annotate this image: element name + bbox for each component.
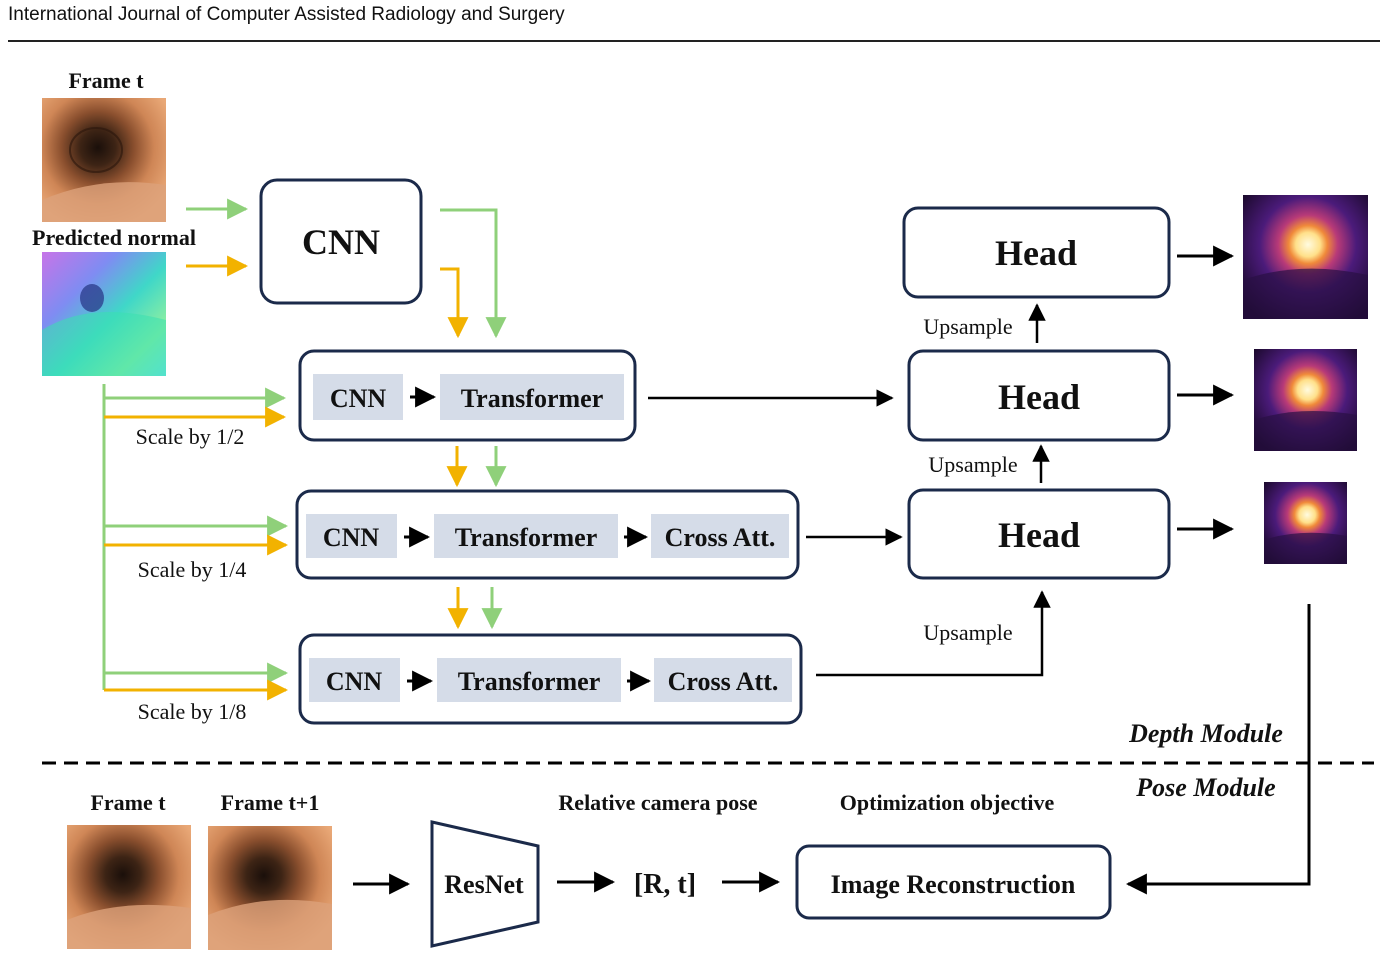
upsample-label-top: Upsample (923, 314, 1012, 339)
resnet-trapezoid (430, 820, 540, 948)
depth-map-large (1243, 195, 1368, 319)
row3-transformer-label: Transformer (458, 667, 600, 696)
row3-cnn-block (309, 658, 400, 702)
scale-eighth-label: Scale by 1/8 (138, 699, 247, 724)
green-connector-row1 (440, 208, 507, 339)
row2-cnn-label: CNN (323, 523, 380, 552)
image-reconstruction-label: Image Reconstruction (831, 870, 1076, 899)
header-rule (8, 40, 1380, 42)
depth-map-small (1264, 482, 1347, 564)
row3-transformer-block (437, 658, 621, 702)
depth-to-reconstruction-line (1125, 604, 1311, 895)
journal-title: International Journal of Computer Assist… (8, 4, 565, 25)
head-mid-box (907, 349, 1171, 442)
row2-transformer-block (434, 514, 618, 558)
row1-transformer-label: Transformer (461, 384, 603, 413)
head-top-label: Head (995, 233, 1077, 273)
head-bottom-label: Head (998, 515, 1080, 555)
pose-frame-t-label: Frame t (90, 790, 166, 815)
resnet-label: ResNet (444, 870, 524, 899)
frame-t-label: Frame t (68, 68, 144, 93)
depth-module-label: Depth Module (1128, 719, 1283, 748)
upsample-label-mid: Upsample (928, 452, 1017, 477)
image-reconstruction-box (795, 844, 1112, 920)
scale-quarter-label: Scale by 1/4 (138, 557, 247, 582)
row2-transformer-label: Transformer (455, 523, 597, 552)
orange-connector-row1 (440, 267, 469, 339)
relative-pose-title: Relative camera pose (558, 790, 757, 815)
predicted-normal-image (42, 252, 166, 376)
row3-crossatt-block (654, 658, 792, 702)
pose-module-label: Pose Module (1135, 773, 1275, 802)
head-mid-label: Head (998, 377, 1080, 417)
upsample-label-bottom: Upsample (923, 620, 1012, 645)
top-cnn-label: CNN (302, 222, 380, 262)
frame-t-image (42, 98, 166, 222)
pose-frame-t1-image (208, 826, 332, 950)
row3-crossatt-label: Cross Att. (668, 667, 779, 696)
pose-frame-t1-label: Frame t+1 (221, 790, 320, 815)
pose-value: [R, t] (634, 869, 696, 900)
depth-map-medium (1254, 349, 1357, 451)
row1-cnn-block (313, 374, 403, 420)
scale-half-label: Scale by 1/2 (136, 424, 245, 449)
optimization-objective-title: Optimization objective (840, 790, 1055, 815)
head-bottom-box (907, 488, 1171, 580)
row3-cnn-label: CNN (326, 667, 383, 696)
predicted-normal-label: Predicted normal (32, 225, 196, 250)
row2-cnn-block (306, 514, 397, 558)
top-cnn-box (259, 178, 423, 305)
row2-crossatt-block (651, 514, 789, 558)
head-top-box (902, 206, 1171, 299)
row1-transformer-block (440, 374, 624, 420)
row2-crossatt-label: Cross Att. (665, 523, 776, 552)
row1-cnn-label: CNN (330, 384, 387, 413)
pose-frame-t-image (67, 825, 191, 949)
